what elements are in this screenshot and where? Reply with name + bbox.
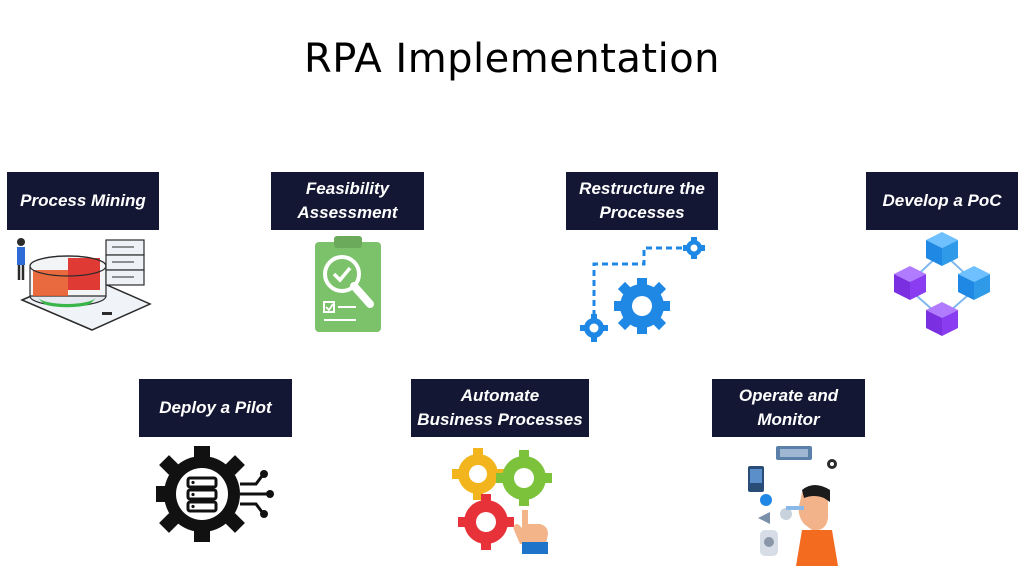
step-deploy-pilot: Deploy a Pilot (139, 379, 292, 437)
step-develop-poc: Develop a PoC (866, 172, 1018, 230)
step-label: Feasibility Assessment (297, 179, 398, 222)
step-label: Deploy a Pilot (159, 398, 272, 417)
colored-gears-hand-icon (452, 448, 552, 554)
clipboard-magnifier-icon (315, 236, 381, 332)
page-title: RPA Implementation (303, 36, 721, 82)
connected-gears-icon (580, 237, 705, 342)
step-label: Automate Business Processes (417, 386, 583, 429)
robot-operator-icon (748, 446, 838, 566)
step-feasibility-assessment: Feasibility Assessment (271, 172, 424, 230)
step-label: Operate and Monitor (738, 386, 839, 429)
step-label: Restructure the Processes (579, 179, 705, 222)
data-analytics-icon (17, 238, 152, 331)
step-label: Develop a PoC (882, 191, 1002, 210)
server-gear-icon (156, 446, 274, 542)
step-label: Process Mining (20, 191, 146, 210)
step-automate-business-processes: Automate Business Processes (411, 379, 589, 437)
linked-cubes-icon (894, 232, 990, 336)
step-restructure-processes: Restructure the Processes (566, 172, 718, 230)
step-process-mining: Process Mining (7, 172, 159, 230)
step-operate-monitor: Operate and Monitor (712, 379, 865, 437)
